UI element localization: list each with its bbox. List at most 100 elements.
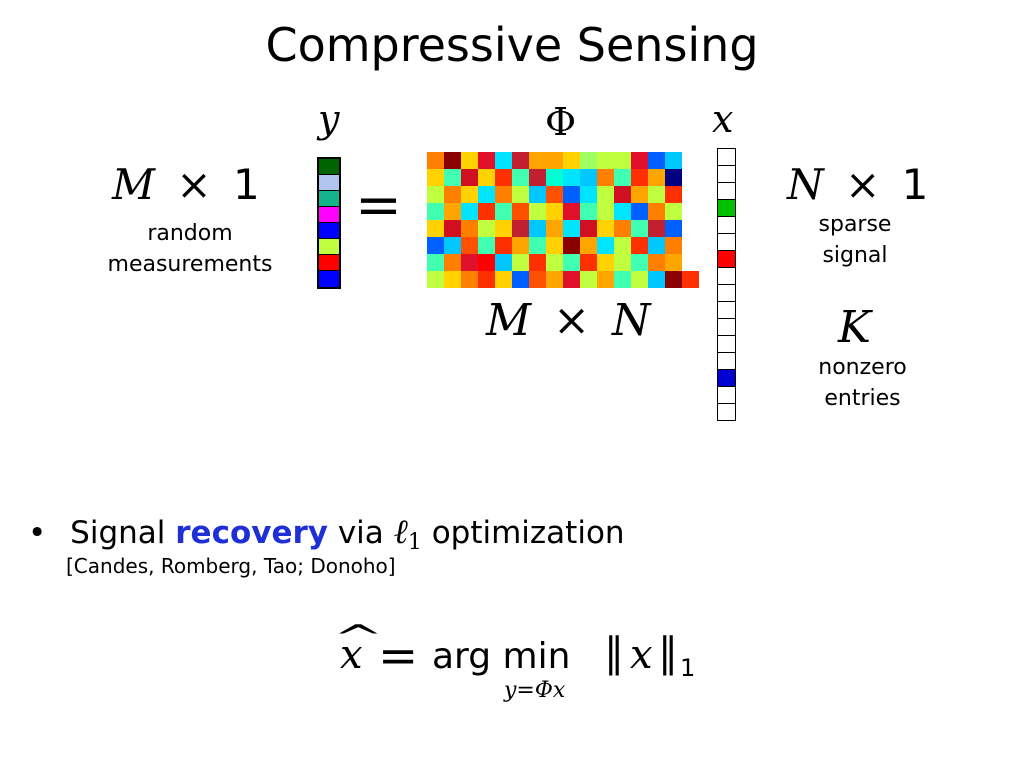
- phi-matrix-cell: [614, 220, 631, 237]
- bullet-text-after: optimization: [431, 515, 625, 551]
- phi-matrix-cell: [648, 271, 665, 288]
- norm-close: ‖: [658, 630, 678, 676]
- phi-matrix-cell: [597, 254, 614, 271]
- phi-matrix-cell: [682, 169, 699, 186]
- phi-matrix-cell: [648, 220, 665, 237]
- phi-matrix-cell: [580, 203, 597, 220]
- phi-matrix-cell: [546, 271, 563, 288]
- phi-matrix-cell: [495, 220, 512, 237]
- phi-matrix-cell: [648, 254, 665, 271]
- y-dim-times: ×: [176, 160, 212, 209]
- y-vector-cell: [319, 207, 339, 223]
- phi-matrix-cell: [614, 152, 631, 169]
- x-label-line1: sparse: [818, 212, 892, 237]
- phi-matrix-cell: [478, 254, 495, 271]
- phi-matrix-cell: [512, 186, 529, 203]
- phi-matrix-cell: [495, 254, 512, 271]
- x-vector-cell: [717, 268, 736, 285]
- ell-symbol: ℓ: [393, 512, 408, 552]
- formula-under: y=Φx: [504, 678, 566, 703]
- phi-matrix-cell: [665, 271, 682, 288]
- phi-matrix-cell: [529, 220, 546, 237]
- slide-title: Compressive Sensing: [265, 18, 759, 72]
- phi-matrix-cell: [665, 152, 682, 169]
- phi-matrix-cell: [648, 237, 665, 254]
- phi-matrix-cell: [546, 254, 563, 271]
- formula-op: arg min: [432, 636, 571, 677]
- phi-matrix-cell: [563, 254, 580, 271]
- phi-matrix-cell: [529, 186, 546, 203]
- phi-matrix-cell: [427, 237, 444, 254]
- phi-matrix-cell: [461, 271, 478, 288]
- phi-matrix-cell: [682, 203, 699, 220]
- y-vector-cell: [319, 223, 339, 239]
- phi-matrix-cell: [597, 220, 614, 237]
- phi-matrix-cell: [461, 220, 478, 237]
- phi-matrix-cell: [444, 169, 461, 186]
- phi-matrix-cell: [580, 271, 597, 288]
- phi-matrix-cell: [444, 186, 461, 203]
- phi-matrix-cell: [580, 254, 597, 271]
- phi-matrix-cell: [597, 152, 614, 169]
- phi-matrix-cell: [495, 271, 512, 288]
- norm-open: ‖: [604, 630, 624, 676]
- phi-matrix-cell: [427, 169, 444, 186]
- phi-matrix-cell: [529, 203, 546, 220]
- phi-matrix-cell: [512, 237, 529, 254]
- phi-matrix-cell: [529, 152, 546, 169]
- phi-matrix: [427, 152, 699, 288]
- phi-matrix-cell: [546, 186, 563, 203]
- phi-matrix-cell: [461, 203, 478, 220]
- ell-subscript: 1: [407, 530, 422, 555]
- equals-sign: =: [355, 173, 402, 238]
- phi-matrix-cell: [597, 237, 614, 254]
- phi-matrix-cell: [580, 169, 597, 186]
- phi-matrix-cell: [495, 186, 512, 203]
- phi-matrix-cell: [563, 203, 580, 220]
- phi-matrix-cell: [563, 152, 580, 169]
- phi-matrix-cell: [512, 271, 529, 288]
- phi-matrix-cell: [529, 237, 546, 254]
- hat-accent: ^: [332, 618, 384, 658]
- phi-matrix-cell: [614, 254, 631, 271]
- phi-matrix-cell: [444, 220, 461, 237]
- phi-matrix-cell: [563, 237, 580, 254]
- phi-matrix-cell: [631, 203, 648, 220]
- y-vector-cell: [319, 159, 339, 175]
- phi-matrix-cell: [580, 220, 597, 237]
- x-vector-cell: [717, 370, 736, 387]
- y-dim-m: M: [112, 160, 156, 209]
- bullet-marker: •: [28, 515, 47, 551]
- formula-lhs: x: [340, 632, 363, 678]
- phi-matrix-cell: [614, 237, 631, 254]
- bullet-item: • Signal recovery via ℓ1 optimization: [28, 512, 625, 555]
- phi-dim-m: M: [486, 295, 532, 346]
- phi-matrix-cell: [597, 169, 614, 186]
- phi-matrix-cell: [461, 186, 478, 203]
- x-vector-cell: [717, 251, 736, 268]
- phi-matrix-cell: [631, 169, 648, 186]
- phi-matrix-cell: [444, 152, 461, 169]
- phi-matrix-cell: [427, 271, 444, 288]
- phi-matrix-cell: [614, 271, 631, 288]
- y-vector: [317, 157, 341, 289]
- y-symbol: y: [318, 97, 340, 141]
- phi-matrix-cell: [444, 237, 461, 254]
- phi-matrix-cell: [682, 271, 699, 288]
- phi-matrix-cell: [546, 237, 563, 254]
- y-vector-cell: [319, 191, 339, 207]
- x-vector-cell: [717, 319, 736, 336]
- phi-matrix-cell: [580, 237, 597, 254]
- phi-matrix-cell: [427, 152, 444, 169]
- phi-matrix-cell: [682, 220, 699, 237]
- phi-matrix-cell: [563, 220, 580, 237]
- phi-matrix-cell: [461, 169, 478, 186]
- phi-matrix-cell: [563, 169, 580, 186]
- phi-matrix-cell: [427, 254, 444, 271]
- phi-matrix-cell: [665, 220, 682, 237]
- x-vector-cell: [717, 302, 736, 319]
- x-vector-cell: [717, 336, 736, 353]
- phi-matrix-cell: [631, 220, 648, 237]
- phi-dim-times: ×: [553, 295, 590, 346]
- phi-matrix-cell: [631, 186, 648, 203]
